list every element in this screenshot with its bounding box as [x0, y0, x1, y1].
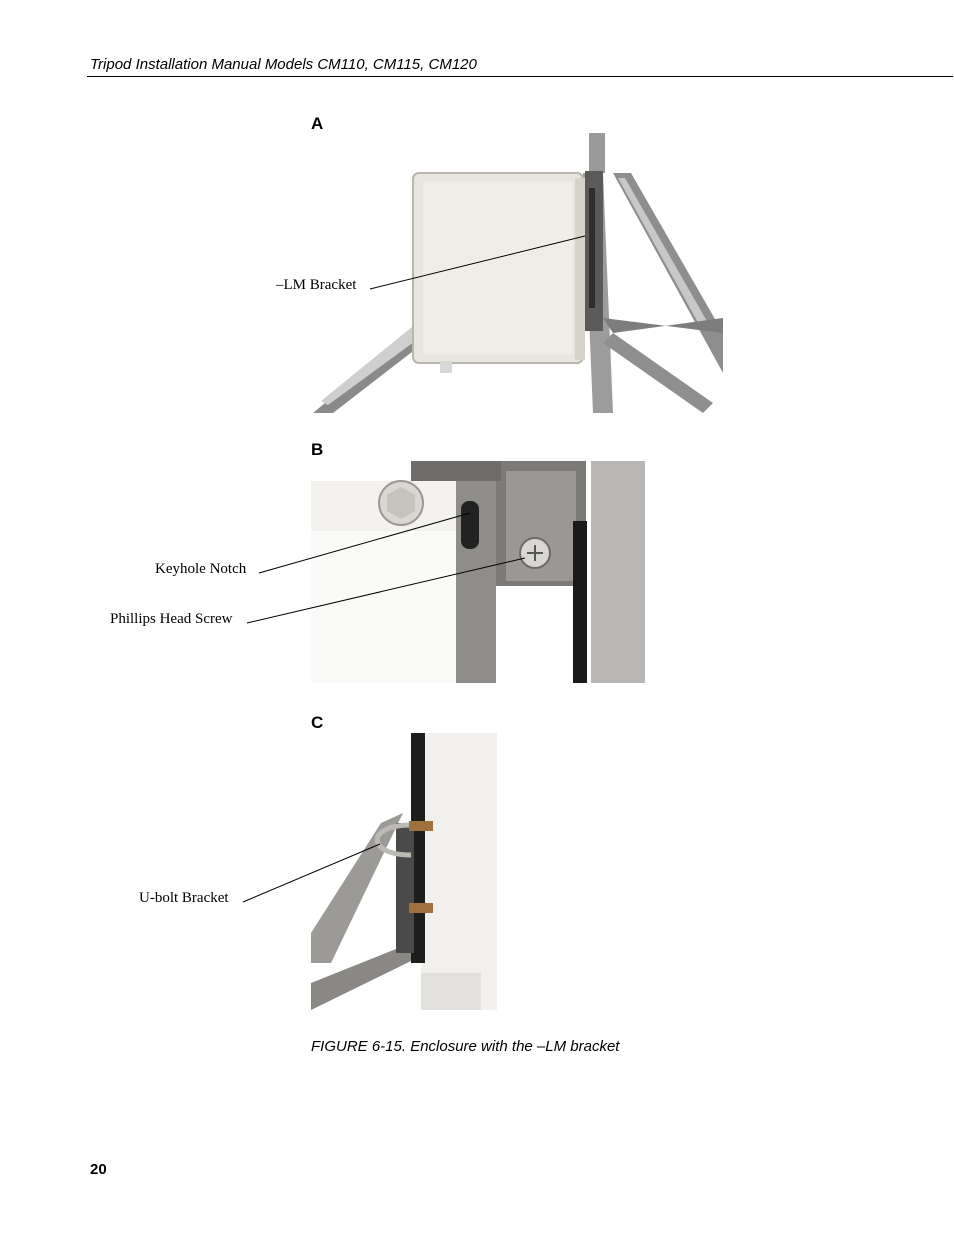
callout-lm-bracket: –LM Bracket: [276, 277, 357, 293]
panel-letter-b: B: [311, 440, 324, 459]
running-header: Tripod Installation Manual Models CM110,…: [90, 56, 477, 73]
photo-ubolt-bracket: [311, 733, 497, 1010]
header-rule: [87, 76, 953, 77]
photo-keyhole-closeup: [311, 461, 645, 683]
photo-enclosure-on-tripod: [313, 133, 723, 413]
figure-caption: FIGURE 6-15. Enclosure with the –LM brac…: [311, 1038, 620, 1055]
callout-ubolt-bracket: U-bolt Bracket: [139, 890, 229, 906]
panel-letter-c: C: [311, 713, 324, 732]
callout-keyhole-notch: Keyhole Notch: [155, 561, 247, 577]
callout-phillips-head-screw: Phillips Head Screw: [110, 611, 233, 627]
page-number: 20: [90, 1161, 107, 1178]
panel-letter-a: A: [311, 114, 324, 133]
